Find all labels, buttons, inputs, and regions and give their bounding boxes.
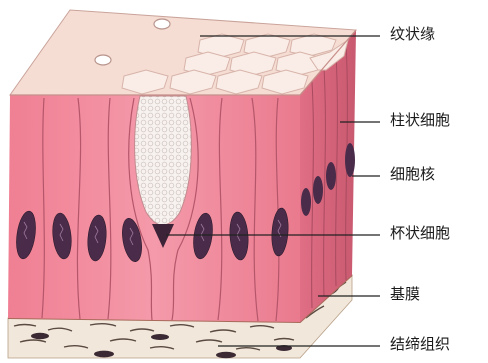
label-goblet-cell: 杯状细胞 xyxy=(390,226,450,241)
label-columnar-cell: 柱状细胞 xyxy=(390,113,450,128)
label-nucleus: 细胞核 xyxy=(390,167,435,182)
label-connective-tissue: 结缔组织 xyxy=(390,337,450,352)
goblet-cell-theca xyxy=(135,96,192,225)
label-basement-membrane: 基膜 xyxy=(390,287,420,302)
label-microvilli: 纹状缘 xyxy=(390,27,435,42)
